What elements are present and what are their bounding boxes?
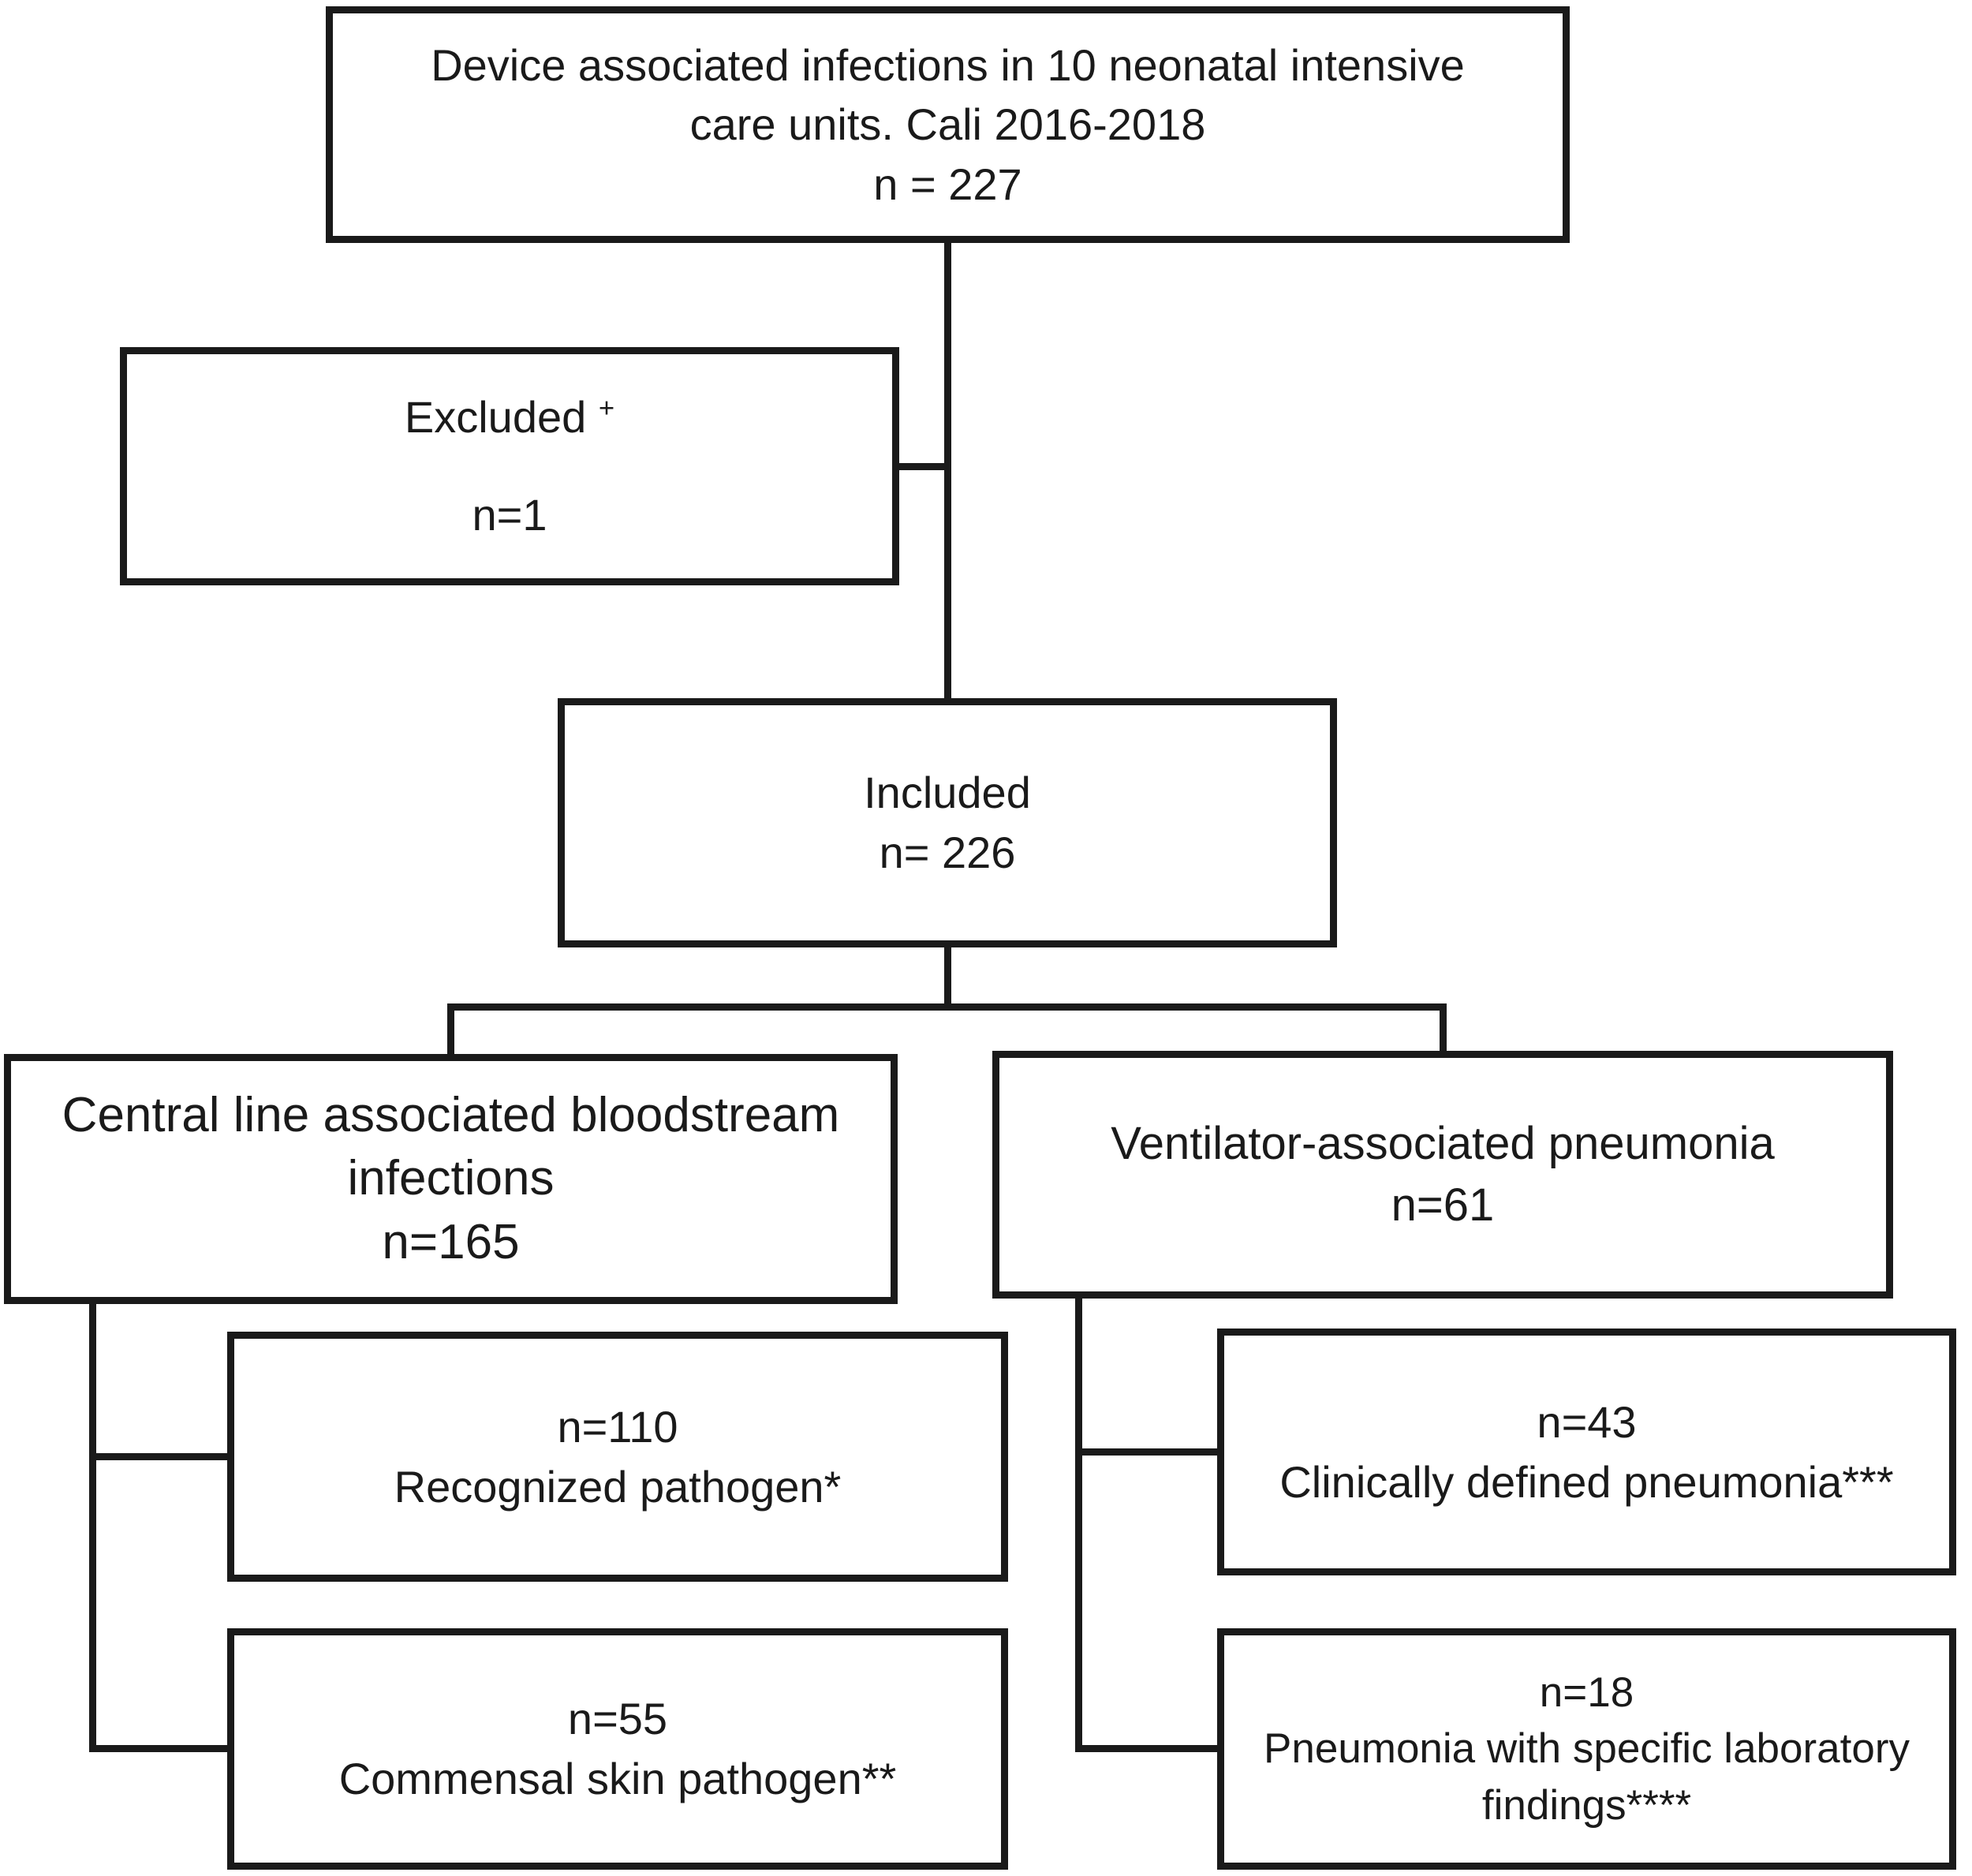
total-count: n = 227 <box>873 159 1022 209</box>
box-total-population: Device associated infections in 10 neona… <box>326 6 1570 243</box>
connector-included-stem <box>944 947 951 1011</box>
box-excluded: Excluded + n=1 <box>120 347 899 585</box>
clinical-count: n=43 <box>1537 1396 1637 1447</box>
excluded-label-text: Excluded <box>404 392 587 443</box>
recognized-label: Recognized pathogen* <box>394 1461 842 1512</box>
excluded-footnote-marker: + <box>598 393 615 424</box>
connector-excluded-branch <box>899 463 951 470</box>
connector-to-recognized <box>89 1453 227 1460</box>
commensal-label: Commensal skin pathogen** <box>338 1754 897 1803</box>
clinical-label: Clinically defined pneumonia*** <box>1279 1456 1894 1507</box>
box-included: Included n= 226 <box>558 698 1337 947</box>
total-title-line-2: care units. Cali 2016-2018 <box>689 99 1206 150</box>
box-clinically-defined-pneumonia: n=43 Clinically defined pneumonia*** <box>1217 1329 1956 1575</box>
total-title-line-1: Device associated infections in 10 neona… <box>431 39 1465 90</box>
clabsi-label-line-1: Central line associated bloodstream <box>62 1087 840 1142</box>
connector-to-clinical <box>1075 1448 1217 1456</box>
clabsi-count: n=165 <box>382 1214 520 1269</box>
laboratory-label-line-1: Pneumonia with specific laboratory <box>1264 1725 1910 1773</box>
excluded-count: n=1 <box>472 490 547 540</box>
connector-clabsi-trunk <box>89 1304 96 1752</box>
connector-total-to-included <box>944 243 951 698</box>
box-ventilator-associated-pneumonia: Ventilator-associated pneumonia n=61 <box>992 1051 1893 1299</box>
excluded-label: Excluded + <box>405 387 614 447</box>
commensal-count: n=55 <box>567 1694 668 1744</box>
box-recognized-pathogen: n=110 Recognized pathogen* <box>227 1332 1008 1582</box>
vap-label: Ventilator-associated pneumonia <box>1111 1117 1775 1169</box>
clabsi-label-line-2: infections <box>347 1151 555 1206</box>
connector-vap-trunk <box>1075 1299 1082 1752</box>
laboratory-count: n=18 <box>1539 1669 1634 1716</box>
connector-to-laboratory <box>1075 1745 1217 1752</box>
connector-split-to-vap <box>1440 1003 1447 1051</box>
connector-split-horizontal <box>447 1003 1445 1011</box>
box-commensal-skin-pathogen: n=55 Commensal skin pathogen** <box>227 1628 1008 1870</box>
laboratory-label-line-2: findings**** <box>1481 1781 1692 1829</box>
included-label: Included <box>864 768 1031 818</box>
connector-to-commensal <box>89 1745 227 1752</box>
vap-count: n=61 <box>1391 1179 1495 1231</box>
included-count: n= 226 <box>879 828 1016 877</box>
recognized-count: n=110 <box>557 1401 678 1452</box>
connector-split-to-clabsi <box>447 1003 454 1054</box>
box-central-line-infections: Central line associated bloodstream infe… <box>4 1054 898 1304</box>
box-pneumonia-laboratory-findings: n=18 Pneumonia with specific laboratory … <box>1217 1628 1956 1870</box>
